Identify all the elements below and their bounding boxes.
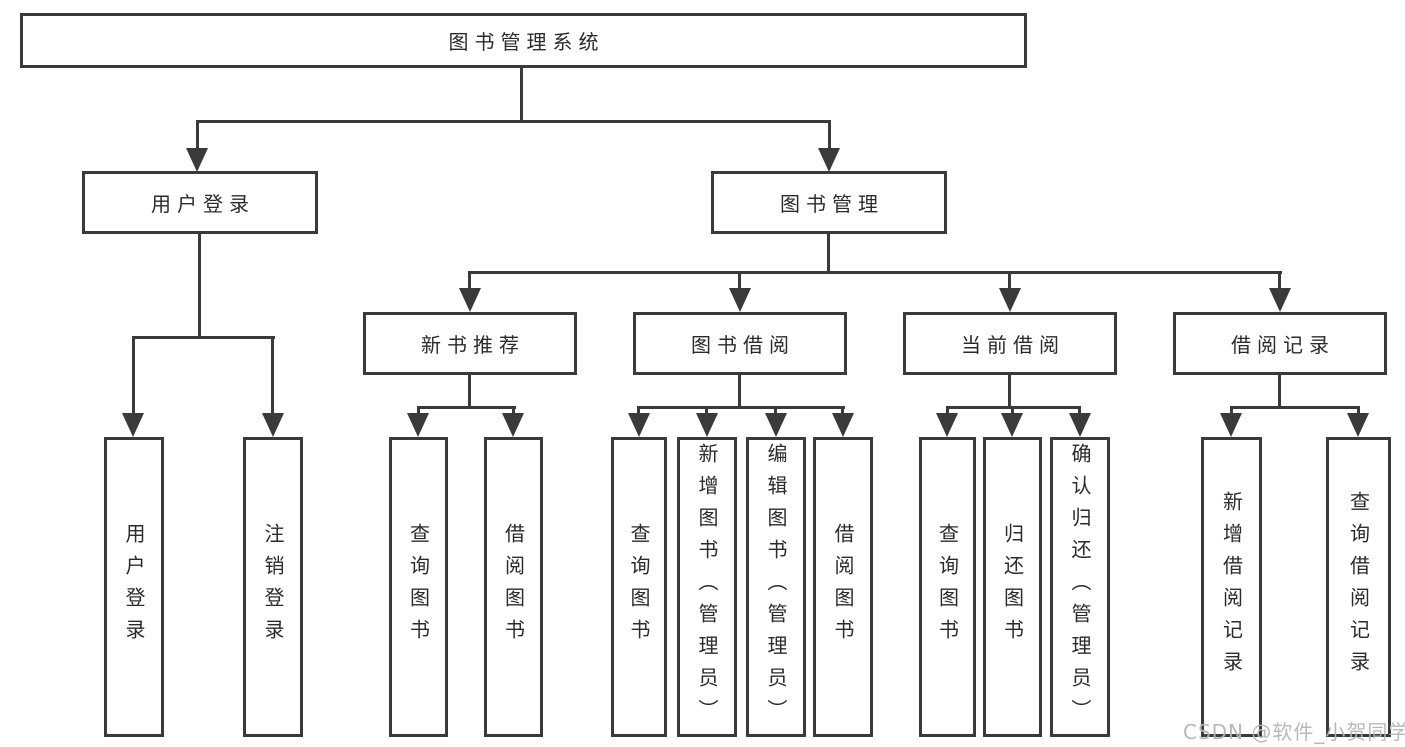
arrowhead-down-icon (818, 148, 840, 172)
leaf-label: 归还图书 (1000, 523, 1025, 651)
connector-vline (468, 373, 471, 409)
leaf-label: 查询图书 (406, 523, 431, 651)
connector-vline (132, 337, 135, 415)
leaf-label: 注销登录 (261, 523, 285, 651)
leaf-bb-borrow-books: 借阅图书 (813, 437, 873, 737)
arrowhead-down-icon (1347, 413, 1369, 437)
arrowhead-down-icon (696, 413, 718, 437)
connector-vline (1011, 407, 1014, 415)
leaf-label: 确认归还（管理员） (1068, 443, 1092, 731)
arrowhead-down-icon (936, 413, 958, 437)
arrowhead-down-icon (765, 413, 787, 437)
connector-vline (774, 407, 777, 415)
node-user-login: 用户登录 (82, 171, 318, 234)
leaf-bb-edit-books: 编辑图书（管理员） (746, 437, 806, 737)
leaf-bb-query-books: 查询图书 (611, 437, 667, 737)
connector-vline (1008, 272, 1011, 290)
leaf-label: 查询图书 (935, 523, 960, 651)
connector-hline (1230, 406, 1360, 409)
leaf-logout: 注销登录 (243, 437, 303, 737)
connector-vline (512, 407, 515, 415)
arrowhead-down-icon (729, 288, 751, 312)
connector-hline (637, 406, 845, 409)
arrowhead-down-icon (122, 413, 144, 437)
watermark: CSDN @软件_小贺同学 (1183, 720, 1405, 744)
leaf-cb-query-books: 查询图书 (919, 437, 976, 737)
connector-vline (637, 407, 640, 415)
node-new-book-recommend: 新书推荐 (363, 312, 577, 375)
arrowhead-down-icon (262, 413, 284, 437)
leaf-label: 借阅图书 (501, 523, 526, 651)
connector-vline (1278, 272, 1281, 290)
connector-vline (468, 272, 471, 290)
connector-vline (841, 407, 844, 415)
leaf-cb-confirm-return: 确认归还（管理员） (1050, 437, 1110, 737)
arrowhead-down-icon (502, 413, 524, 437)
connector-vline (828, 121, 831, 151)
connector-vline (1278, 373, 1281, 409)
connector-hline (417, 406, 516, 409)
node-root-system: 图书管理系统 (20, 13, 1027, 68)
leaf-nb-borrow-books: 借阅图书 (484, 437, 543, 737)
leaf-label: 新增图书（管理员） (695, 443, 719, 731)
leaf-cb-return-books: 归还图书 (983, 437, 1042, 737)
leaf-bb-add-books: 新增图书（管理员） (677, 437, 737, 737)
connector-vline (520, 66, 523, 122)
leaf-br-add-record: 新增借阅记录 (1201, 437, 1262, 737)
arrowhead-down-icon (832, 413, 854, 437)
leaf-user-login: 用户登录 (104, 437, 164, 737)
arrowhead-down-icon (186, 148, 208, 172)
arrowhead-down-icon (1269, 288, 1291, 312)
arrowhead-down-icon (407, 413, 429, 437)
connector-hline (468, 271, 1282, 274)
connector-vline (271, 337, 274, 415)
leaf-label: 新增借阅记录 (1219, 491, 1244, 683)
connector-vline (198, 231, 201, 338)
connector-vline (196, 121, 199, 151)
arrowhead-down-icon (1001, 413, 1023, 437)
arrowhead-down-icon (999, 288, 1021, 312)
arrowhead-down-icon (459, 288, 481, 312)
node-current-borrow: 当前借阅 (903, 312, 1117, 375)
connector-vline (705, 407, 708, 415)
arrowhead-down-icon (1220, 413, 1242, 437)
leaf-label: 借阅图书 (831, 523, 855, 651)
connector-vline (946, 407, 949, 415)
node-borrow-records: 借阅记录 (1173, 312, 1387, 375)
arrowhead-down-icon (628, 413, 650, 437)
leaf-label: 查询借阅记录 (1346, 491, 1371, 683)
leaf-label: 编辑图书（管理员） (764, 443, 788, 731)
connector-hline (196, 120, 831, 123)
leaf-nb-query-books: 查询图书 (389, 437, 448, 737)
connector-vline (1078, 407, 1081, 415)
connector-hline (132, 336, 275, 339)
leaf-label: 用户登录 (122, 523, 146, 651)
node-book-borrow: 图书借阅 (633, 312, 847, 375)
connector-vline (417, 407, 420, 415)
arrowhead-down-icon (1069, 413, 1091, 437)
connector-vline (1008, 373, 1011, 409)
node-book-management: 图书管理 (711, 171, 947, 234)
connector-vline (1357, 407, 1360, 415)
connector-vline (1230, 407, 1233, 415)
leaf-label: 查询图书 (627, 523, 651, 651)
leaf-br-query-record: 查询借阅记录 (1326, 437, 1391, 737)
connector-vline (738, 373, 741, 409)
connector-vline (738, 272, 741, 290)
connector-vline (827, 232, 830, 273)
